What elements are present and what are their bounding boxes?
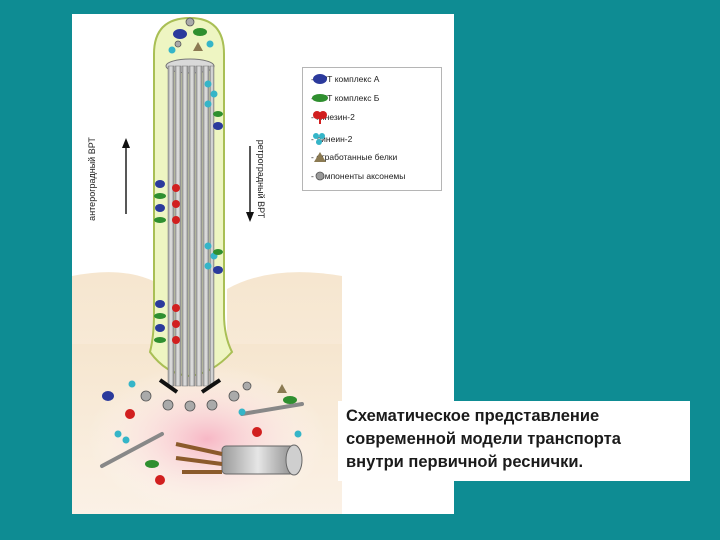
legend-item: - ВРТ комплекс А xyxy=(311,72,379,86)
legend-item: - ВРТ комплекс Б xyxy=(311,91,379,105)
cilium-diagram: антероградный ВРТ ретроградный ВРТ - ВРТ… xyxy=(72,14,454,514)
axoneme-components xyxy=(140,17,252,412)
tip-cargo xyxy=(168,28,214,54)
legend-item: - компоненты аксонемы xyxy=(311,169,405,183)
kinesin-2-icon xyxy=(313,111,327,124)
legend-item: - динеин-2 xyxy=(311,132,352,146)
legend-label: - ВРТ комплекс Б xyxy=(311,93,380,103)
turnover-protein-icon xyxy=(314,152,326,162)
legend-label: - динеин-2 xyxy=(311,134,353,144)
basal-body-region xyxy=(87,364,327,514)
axoneme xyxy=(165,58,215,387)
cilium-illustration xyxy=(72,16,342,514)
caption-line: современной модели транспорта xyxy=(346,430,621,448)
ift-complex-b-icon xyxy=(312,94,328,102)
dynein-2-icon xyxy=(313,133,325,145)
legend-label: - кинезин-2 xyxy=(311,112,355,122)
legend: - ВРТ комплекс А - ВРТ комплекс Б - кине… xyxy=(302,67,442,191)
legend-label: - отработанные белки xyxy=(311,152,398,162)
legend-item: - кинезин-2 xyxy=(311,110,355,124)
retrograde-arrow xyxy=(246,146,254,222)
legend-label: - компоненты аксонемы xyxy=(311,171,406,181)
cytoplasmic-cargo xyxy=(102,380,302,485)
caption-line: Схематическое представление xyxy=(346,407,600,425)
retrograde-label: ретроградный ВРТ xyxy=(256,139,267,219)
anterograde-label: антероградный ВРТ xyxy=(86,137,97,221)
axoneme-component-icon xyxy=(315,171,325,181)
caption-line: внутри первичной реснички. xyxy=(346,453,584,471)
basal-body xyxy=(175,442,303,476)
legend-label: - ВРТ комплекс А xyxy=(311,74,380,84)
ift-trains-retrograde xyxy=(204,80,223,274)
anterograde-arrow xyxy=(122,138,130,214)
ift-complex-a-icon xyxy=(313,74,327,84)
caption-box: Схематическое представление современной … xyxy=(338,401,690,481)
legend-item: - отработанные белки xyxy=(311,150,397,164)
ift-trains-anterograde xyxy=(154,180,180,344)
